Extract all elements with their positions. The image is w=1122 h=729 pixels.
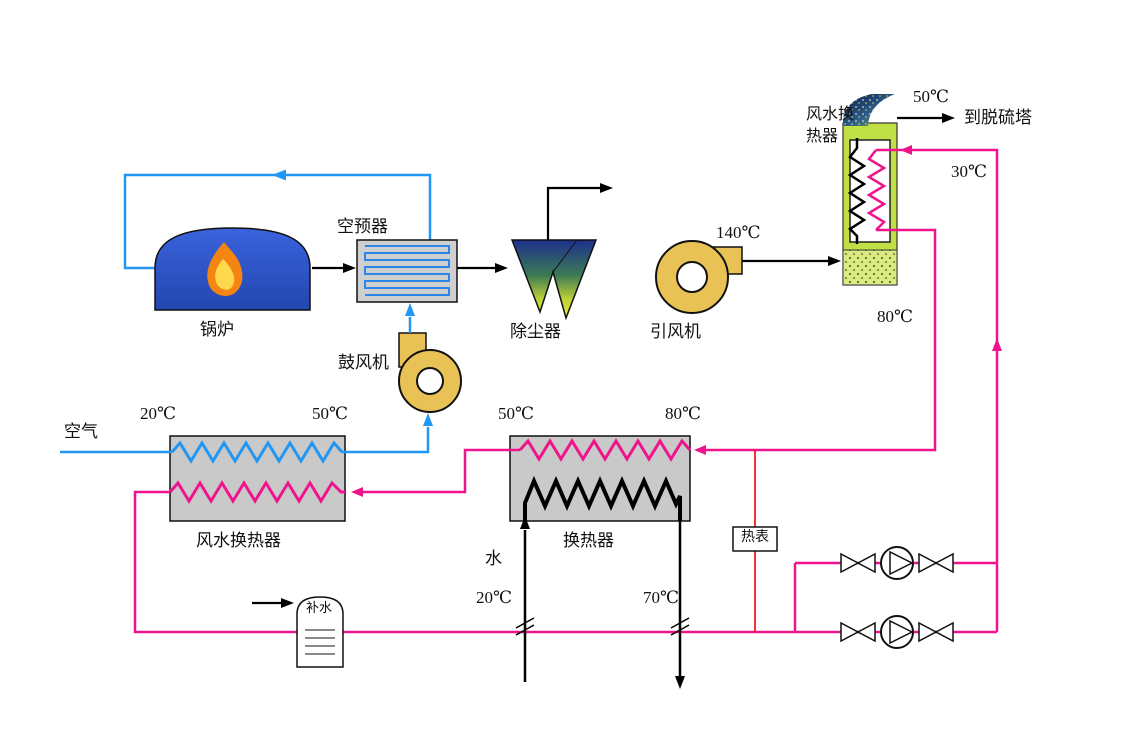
heat-meter-label: 热表 — [741, 530, 769, 545]
air-loop-arrow-icon — [272, 169, 286, 181]
hx-pink-coil-icon — [168, 480, 345, 504]
air-preheater-box — [356, 239, 458, 303]
air-preheater-label: 空预器 — [337, 217, 388, 236]
temp-flue-after-fan: 140℃ — [716, 223, 761, 242]
boiler-shape — [154, 227, 311, 311]
flue-gas-pipes — [312, 113, 955, 273]
valve-icon — [856, 621, 876, 643]
secondary-water-pipes — [515, 475, 690, 689]
to-desulf-tower-label: 到脱硫塔 — [964, 108, 1032, 127]
valve-icon — [856, 552, 876, 574]
water-out-arrow-icon — [675, 676, 685, 689]
boiler-label: 锅炉 — [200, 320, 234, 339]
makeup-arrow-icon — [281, 598, 294, 608]
hx-pink-coil-icon — [866, 149, 887, 231]
induced-fan-icon — [655, 240, 743, 314]
top-heat-exchanger — [842, 94, 898, 286]
valve-icon — [934, 621, 954, 643]
valve-icon — [934, 552, 954, 574]
stack-arrow-icon — [942, 113, 955, 123]
temp-secondary-out: 70℃ — [643, 588, 680, 607]
hx-inner-box — [849, 139, 891, 243]
air-arrow-icon — [405, 303, 415, 316]
pump-branch-lower — [840, 615, 954, 649]
hx-black-coil-icon — [847, 138, 867, 244]
water-arrow-icon — [694, 445, 706, 455]
air-pipes — [60, 303, 433, 464]
temp-primary-in: 80℃ — [665, 404, 702, 423]
valve-icon — [918, 552, 938, 574]
water-arrow-icon — [992, 338, 1002, 351]
pump-triangle-icon — [889, 619, 914, 645]
valve-icon — [918, 621, 938, 643]
water-in-arrow-icon — [520, 516, 530, 529]
air-recirculation-pipe — [123, 169, 432, 270]
pump-branch-upper — [840, 546, 954, 580]
temp-air-out: 50℃ — [312, 404, 349, 423]
water-label: 水 — [485, 549, 502, 568]
pipe-break-icon — [515, 617, 690, 636]
bottom-heat-exchanger — [169, 435, 346, 522]
flue-arrow-icon — [828, 256, 841, 266]
temp-stack-outlet: 50℃ — [913, 87, 950, 106]
flue-inlet-section — [842, 249, 898, 286]
pump-branches — [840, 546, 954, 649]
blower-label: 鼓风机 — [338, 353, 389, 372]
flame-core-icon — [215, 259, 235, 290]
bottom-hx-label: 风水换热器 — [196, 531, 281, 550]
heat-meter-box — [732, 526, 778, 552]
water-arrow-icon — [351, 487, 363, 497]
valve-icon — [840, 621, 860, 643]
hx-secondary-coil-icon — [523, 475, 682, 521]
top-hx-label: 风水换热器 — [806, 106, 855, 145]
water-arrow-icon — [900, 145, 912, 155]
temp-hx-return: 30℃ — [951, 162, 988, 181]
temp-primary-out: 50℃ — [498, 404, 535, 423]
hx-pink-coil-icon — [518, 438, 692, 462]
flue-arrow-icon — [600, 183, 613, 193]
dust-collector-label: 除尘器 — [510, 322, 561, 341]
flue-arrow-icon — [495, 263, 508, 273]
induced-fan-label: 引风机 — [650, 322, 701, 341]
makeup-water-label: 补水 — [306, 600, 333, 615]
makeup-water-tank — [252, 596, 344, 668]
blower-fan-icon — [398, 332, 462, 413]
air-inlet-label: 空气 — [64, 422, 98, 441]
valve-icon — [840, 552, 860, 574]
hot-water-pipes — [133, 145, 1002, 634]
temp-air-in: 20℃ — [140, 404, 177, 423]
air-arrow-icon — [423, 413, 433, 426]
pump-triangle-icon — [889, 550, 914, 576]
air-coil-icon — [170, 440, 344, 464]
flue-arrow-icon — [343, 263, 356, 273]
temp-hx-supply: 80℃ — [877, 307, 914, 326]
preheater-coil-icon — [364, 245, 450, 296]
dust-collector-shape — [510, 239, 598, 321]
water-hx-label: 换热器 — [563, 531, 614, 550]
tank-level-lines — [305, 629, 335, 655]
temp-secondary-in: 20℃ — [476, 588, 513, 607]
